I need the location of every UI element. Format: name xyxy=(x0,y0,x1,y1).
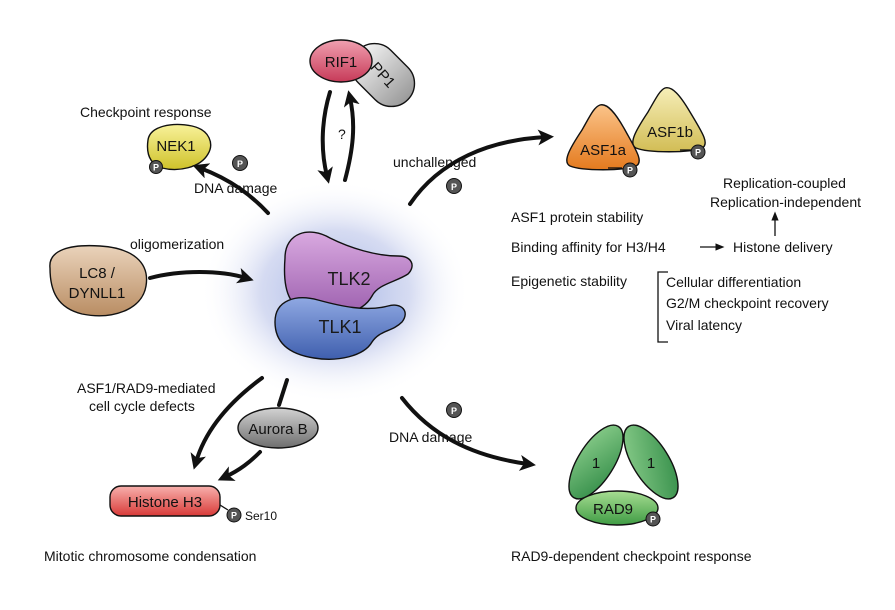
svg-text:P: P xyxy=(231,511,237,521)
svg-text:P: P xyxy=(650,515,656,525)
tlk1-protein: TLK1 xyxy=(274,297,406,360)
nek1-incoming-phospho-icon: P xyxy=(232,155,248,171)
asf1a-protein: ASF1a xyxy=(566,104,640,171)
arrow-tlk-to-nek1 xyxy=(192,163,270,215)
svg-text:P: P xyxy=(153,163,159,173)
histone-h3-label: Histone H3 xyxy=(128,494,202,511)
svg-text:P: P xyxy=(627,166,633,176)
ser10-label: Ser10 xyxy=(245,509,277,523)
epigenetic-bracket xyxy=(657,271,668,343)
tlk1-label: TLK1 xyxy=(318,317,361,337)
nek1-label: NEK1 xyxy=(156,138,195,155)
replication-coupled-label: Replication-coupled xyxy=(723,175,846,191)
unchallenged-phospho-icon: P xyxy=(446,178,462,194)
asf1a-phospho-icon: P xyxy=(622,162,638,178)
g2m-recovery-label: G2/M checkpoint recovery xyxy=(666,295,829,311)
histone-h3-protein: Histone H3 xyxy=(109,485,221,517)
tlk2-protein: TLK2 xyxy=(283,231,413,317)
viral-latency-label: Viral latency xyxy=(666,317,742,333)
svg-text:P: P xyxy=(451,406,457,416)
rad9-right-subunit: 1 xyxy=(623,424,679,500)
unchallenged-label: unchallenged xyxy=(393,154,476,170)
dna-damage-nek1-label: DNA damage xyxy=(194,180,277,196)
binding-affinity-label: Binding affinity for H3/H4 xyxy=(511,239,666,255)
oligomerization-label: oligomerization xyxy=(130,236,224,252)
arrow-lc8-to-tlk xyxy=(148,268,254,284)
rif1-question-mark: ? xyxy=(338,126,346,142)
arrow-tlk-to-rad9 xyxy=(400,396,536,471)
histone-delivery-label: Histone delivery xyxy=(733,239,833,255)
rad9-incoming-phospho-icon: P xyxy=(446,402,462,418)
asf1a-label: ASF1a xyxy=(580,142,627,159)
svg-text:P: P xyxy=(237,159,243,169)
lc8-label-line1: LC8 / xyxy=(79,265,116,282)
asf1b-label: ASF1b xyxy=(647,124,693,141)
asf1-rad9-defects-line1: ASF1/RAD9-mediated xyxy=(77,380,216,396)
tlk-to-aurora-link xyxy=(277,378,289,407)
dna-damage-rad9-label: DNA damage xyxy=(389,429,472,445)
arrow-tlk-to-asf1 xyxy=(408,129,554,206)
arrow-tlk-to-rif1 xyxy=(343,90,360,182)
checkpoint-response-label: Checkpoint response xyxy=(80,104,212,120)
rif1-protein: RIF1 xyxy=(309,39,373,83)
asf1b-protein: ASF1b xyxy=(632,87,706,153)
replication-independent-label: Replication-independent xyxy=(710,194,861,210)
svg-text:P: P xyxy=(695,148,701,158)
asf1b-phospho-icon: P xyxy=(690,144,706,160)
nek1-protein: NEK1 xyxy=(146,123,212,171)
rad9-protein: RAD9 xyxy=(575,490,659,526)
asf1-stability-label: ASF1 protein stability xyxy=(511,209,643,225)
ser10-phospho-icon: P xyxy=(226,507,242,523)
rad9-right-subunit-label: 1 xyxy=(647,455,655,472)
asf1-rad9-defects-line2: cell cycle defects xyxy=(89,398,195,414)
svg-text:P: P xyxy=(451,182,457,192)
arrow-rif1-to-tlk xyxy=(317,90,333,184)
epigenetic-stability-label: Epigenetic stability xyxy=(511,273,627,289)
rad9-left-subunit-label: 1 xyxy=(592,455,600,472)
rad9-phospho-icon: P xyxy=(645,511,661,527)
lc8-dynll1-protein: LC8 / DYNLL1 xyxy=(49,244,148,317)
cellular-differentiation-label: Cellular differentiation xyxy=(666,274,801,290)
aurora-b-protein: Aurora B xyxy=(237,407,319,449)
mitotic-condensation-label: Mitotic chromosome condensation xyxy=(44,548,256,564)
lc8-label-line2: DYNLL1 xyxy=(69,285,126,302)
arrow-tlk-to-histone-h3 xyxy=(190,376,264,470)
rad9-label: RAD9 xyxy=(593,501,633,518)
nek1-phospho-icon: P xyxy=(149,160,163,174)
rif1-label: RIF1 xyxy=(325,54,358,71)
rad9-left-subunit: 1 xyxy=(568,424,624,500)
aurora-b-label: Aurora B xyxy=(248,421,307,438)
rad9-checkpoint-label: RAD9-dependent checkpoint response xyxy=(511,548,752,564)
tlk2-label: TLK2 xyxy=(327,269,370,289)
arrow-aurora-to-histone-h3 xyxy=(217,450,262,481)
